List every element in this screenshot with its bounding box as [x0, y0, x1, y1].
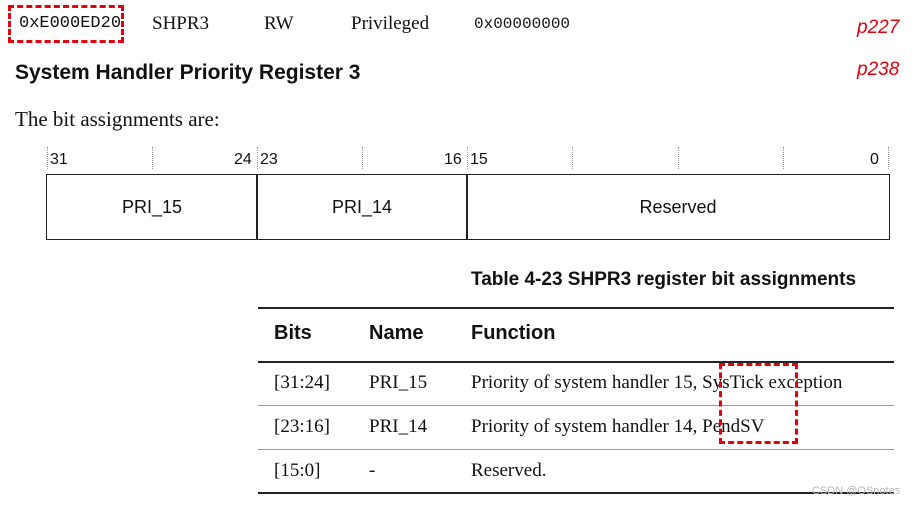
row-3-bits: [15:0]: [274, 460, 321, 481]
bit-number-0: 0: [870, 151, 879, 168]
field-pri-15: PRI_15: [46, 174, 258, 240]
row-1-name: PRI_15: [369, 372, 428, 393]
table-header-rule: [258, 361, 894, 363]
row-2-name: PRI_14: [369, 416, 428, 437]
row-1-function-prefix: Priority of system handler 15,: [471, 372, 698, 393]
table-bottom-rule: [258, 492, 894, 494]
row-3-name: -: [369, 460, 376, 481]
tick-mark: [152, 147, 153, 169]
tick-mark: [888, 147, 889, 169]
tick-mark: [47, 147, 48, 169]
tick-mark: [572, 147, 573, 169]
row-1-function-highlight: SysTick: [702, 372, 764, 393]
tick-mark: [257, 147, 258, 169]
watermark: CSDN @OSnotes: [812, 485, 901, 497]
bit-number-31: 31: [50, 151, 68, 168]
field-pri-14: PRI_14: [256, 174, 468, 240]
handler-highlight-box: [719, 363, 798, 444]
tick-mark: [678, 147, 679, 169]
header-name: Name: [369, 322, 424, 344]
row-1-bits: [31:24]: [274, 372, 330, 393]
table-row-rule: [258, 449, 894, 450]
address-highlight-box: [8, 5, 124, 43]
row-2-function: Priority of system handler 14, PendSV: [471, 416, 764, 438]
header-bits: Bits: [274, 322, 312, 344]
row-2-function-prefix: Priority of system handler 14,: [471, 416, 698, 437]
tick-mark: [783, 147, 784, 169]
field-reserved: Reserved: [466, 174, 890, 240]
row-1-function-suffix: exception: [768, 372, 843, 393]
table-caption: Table 4-23 SHPR3 register bit assignment…: [471, 269, 857, 290]
row-3-function: Reserved.: [471, 460, 547, 481]
header-function: Function: [471, 322, 556, 344]
page-ref-227: p227: [857, 17, 900, 38]
tick-mark: [362, 147, 363, 169]
register-access: RW: [264, 13, 294, 34]
section-heading: System Handler Priority Register 3: [15, 61, 361, 84]
bit-number-16: 16: [444, 151, 462, 168]
row-2-bits: [23:16]: [274, 416, 330, 437]
table-row-rule: [258, 405, 894, 406]
bit-number-15: 15: [470, 151, 488, 168]
register-name: SHPR3: [152, 13, 210, 34]
page-ref-238: p238: [857, 59, 900, 80]
bit-number-24: 24: [234, 151, 252, 168]
register-address: 0xE000ED20: [19, 14, 122, 33]
register-reset-value: 0x00000000: [474, 15, 571, 33]
bit-number-23: 23: [260, 151, 278, 168]
table-top-rule: [258, 307, 894, 309]
register-privilege: Privileged: [351, 13, 430, 34]
row-1-function: Priority of system handler 15, SysTick e…: [471, 372, 842, 394]
row-2-function-highlight: PendSV: [702, 416, 765, 437]
tick-mark: [467, 147, 468, 169]
intro-text: The bit assignments are:: [15, 107, 220, 131]
